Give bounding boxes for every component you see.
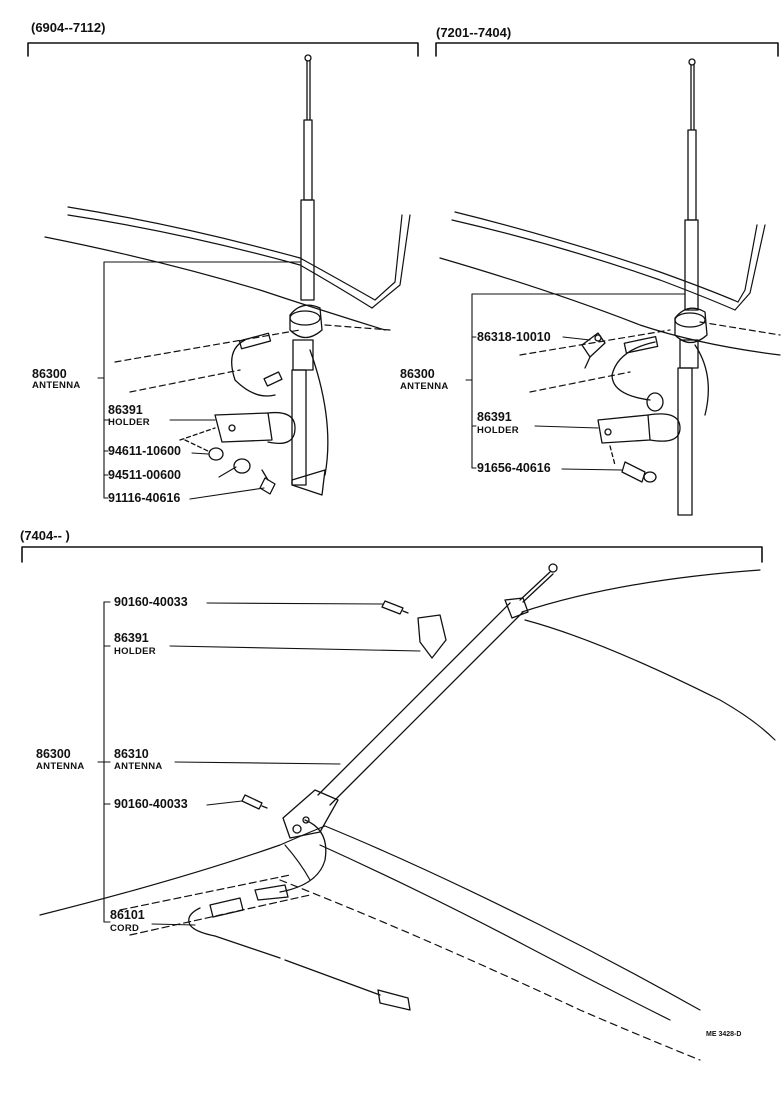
section1-antenna: [231, 54, 329, 496]
section2-hardware: [621, 461, 657, 483]
s1-part-94611: 94611-10600: [108, 444, 181, 458]
section3-body-lines: [39, 569, 776, 1061]
section3-hardware: [241, 600, 447, 810]
section1-hardware: [208, 447, 276, 495]
s1-part-94511: 94511-00600: [108, 468, 181, 482]
section1-holder: [179, 411, 296, 453]
section-header-7404: (7404-- ): [20, 528, 70, 543]
section3-cord: [188, 884, 411, 1011]
s3-screw-top: 90160-40033: [114, 595, 188, 609]
s1-holder-number: 86391: [108, 403, 143, 417]
s1-antenna-name: ANTENNA: [32, 380, 81, 391]
section2-connector: [581, 332, 606, 369]
section-header-6904-7112: (6904--7112): [31, 20, 106, 35]
s3-screw-bottom: 90160-40033: [114, 797, 188, 811]
section2-body-lines: [439, 211, 781, 393]
s3-antenna-rod-number: 86310: [114, 747, 149, 761]
s3-antenna-assy-name: ANTENNA: [36, 761, 85, 772]
s1-part-91116: 91116-40616: [108, 491, 181, 505]
s3-antenna-assy-number: 86300: [36, 747, 71, 761]
section3-antenna: [279, 563, 558, 893]
s3-holder-number: 86391: [114, 631, 149, 645]
section2-callouts: [465, 293, 686, 471]
s2-holder-number: 86391: [477, 410, 512, 424]
section3-callouts: [97, 601, 421, 926]
section2-holder: [597, 413, 681, 466]
s2-antenna-number: 86300: [400, 367, 435, 381]
s2-antenna-name: ANTENNA: [400, 381, 449, 392]
s2-part-91656: 91656-40616: [477, 461, 551, 475]
s3-holder-name: HOLDER: [114, 646, 156, 657]
section1-body-lines: [44, 206, 411, 393]
section2-antenna: [611, 58, 709, 516]
s1-antenna-number: 86300: [32, 367, 67, 381]
s2-part-86318: 86318-10010: [477, 330, 551, 344]
reference-code: ME 3428-D: [706, 1031, 742, 1038]
s1-holder-name: HOLDER: [108, 417, 150, 428]
s3-cord-number: 86101: [110, 908, 145, 922]
section1-callouts: [97, 261, 301, 500]
section-brackets: [21, 42, 779, 563]
section-header-7201-7404: (7201--7404): [436, 25, 512, 40]
s3-antenna-rod-name: ANTENNA: [114, 761, 163, 772]
s2-holder-name: HOLDER: [477, 425, 519, 436]
s3-cord-name: CORD: [110, 923, 140, 934]
